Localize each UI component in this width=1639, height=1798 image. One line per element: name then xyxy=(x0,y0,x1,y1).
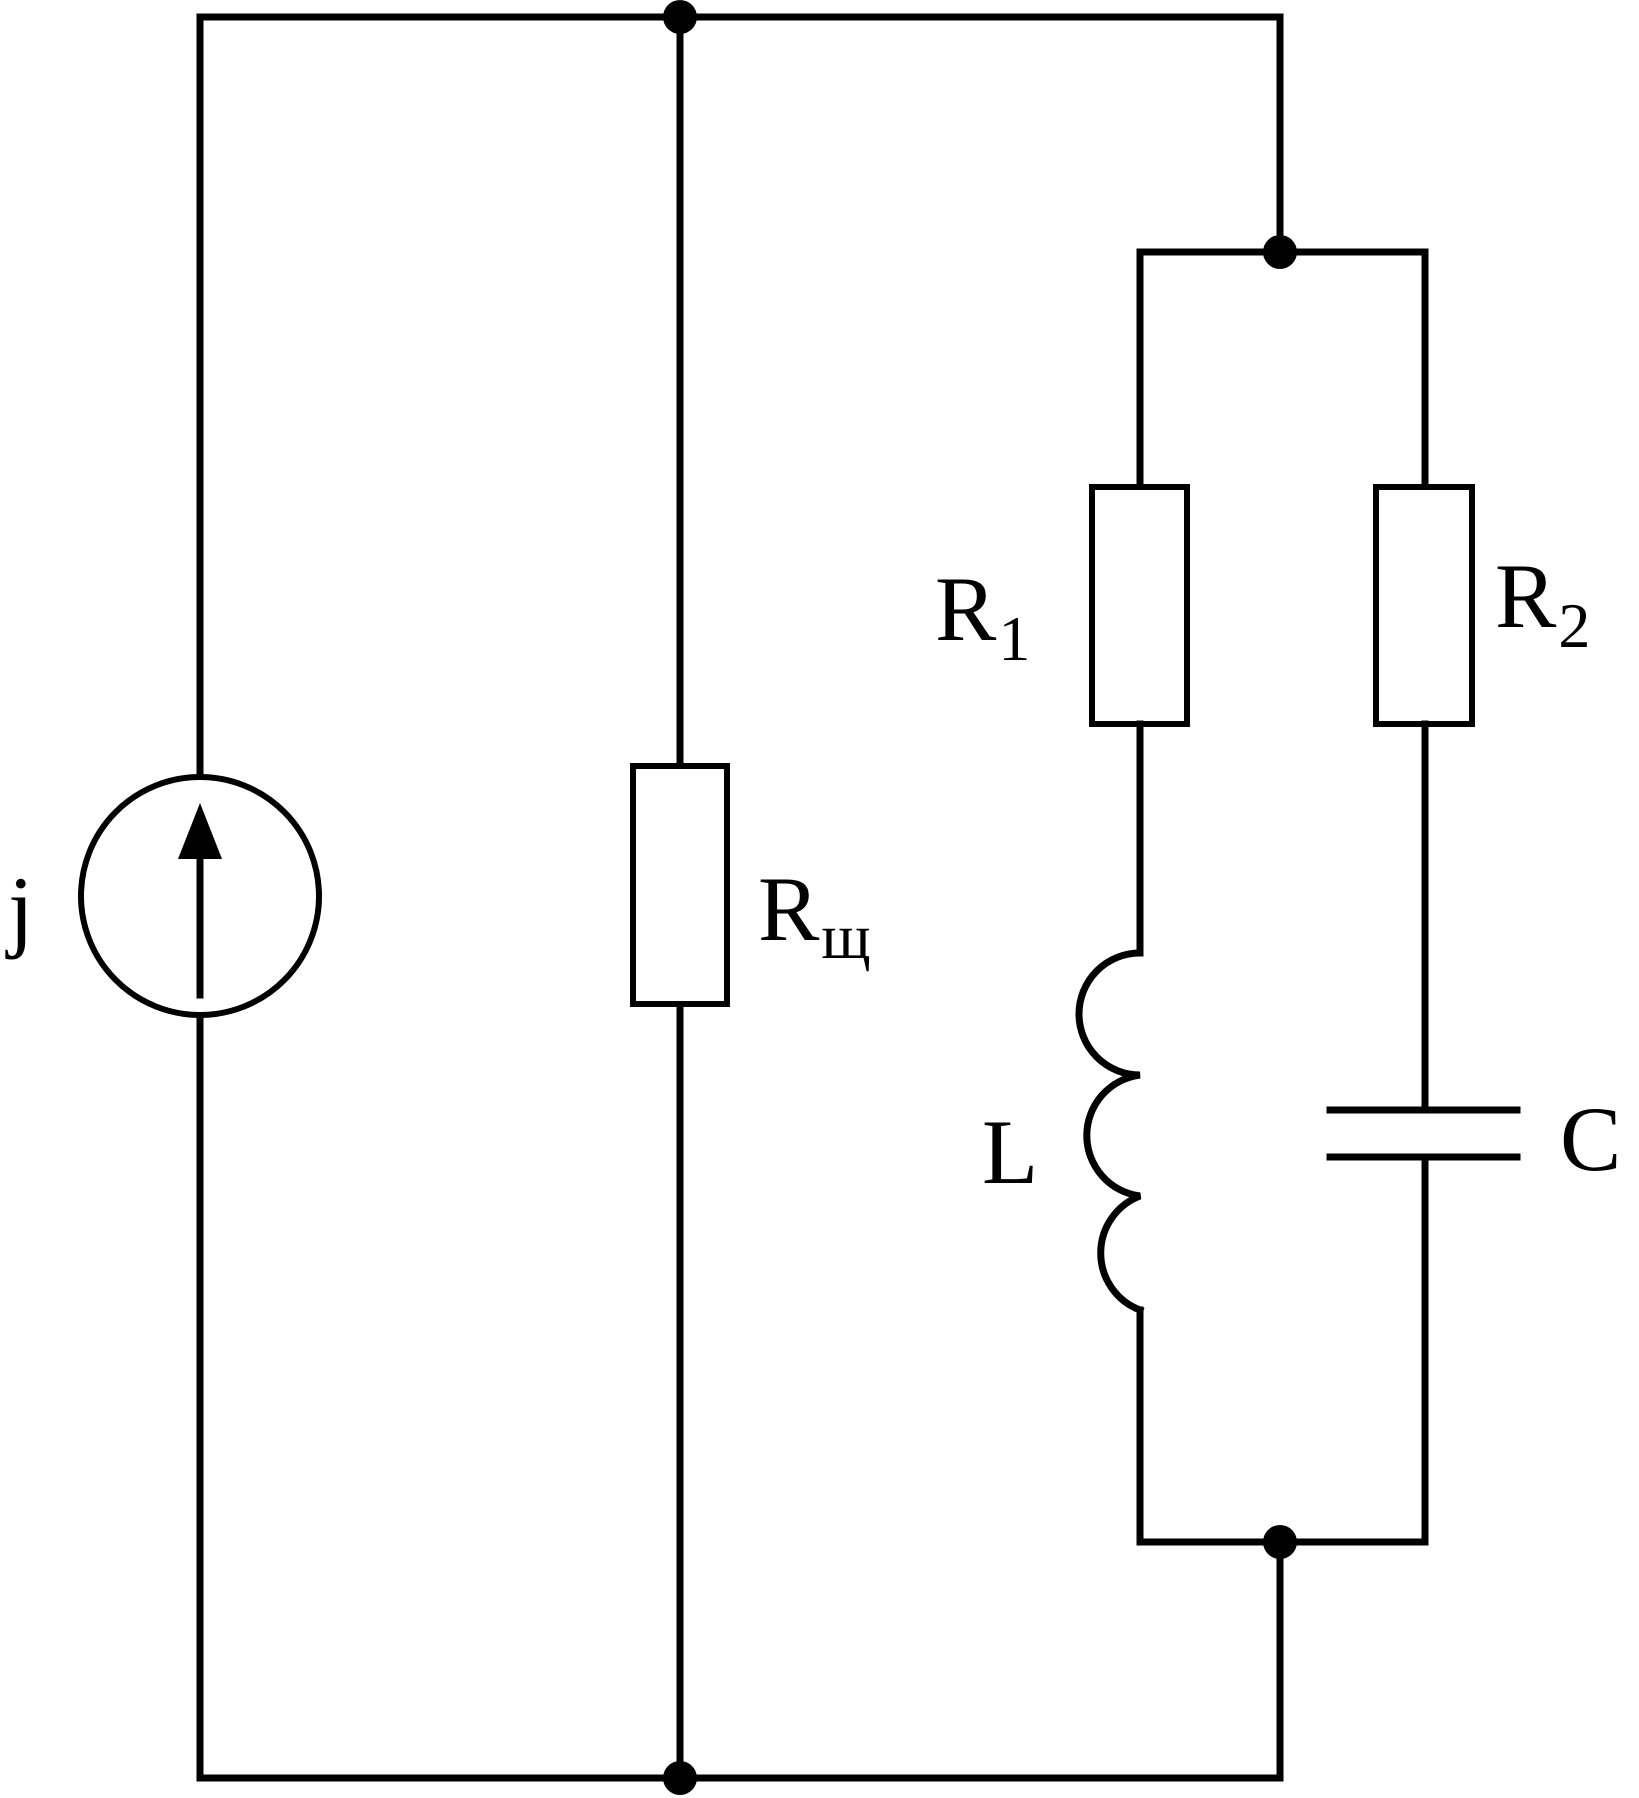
label-r1: R1 xyxy=(935,558,1030,674)
top-wire xyxy=(196,13,1284,779)
shunt-resistor xyxy=(630,763,730,1007)
junction-node-branch-top xyxy=(1263,235,1297,269)
junction-node-branch-bottom xyxy=(1263,1525,1297,1559)
arrow-up-icon xyxy=(178,803,222,859)
current-source xyxy=(78,774,322,1018)
resistor-r1 xyxy=(1089,484,1190,727)
label-r-shunt-sub: щ xyxy=(821,901,870,972)
resistor-r2 xyxy=(1373,484,1475,727)
label-r-shunt-main: R xyxy=(758,858,820,960)
label-r2: R2 xyxy=(1495,545,1590,661)
branch-bottom-wire xyxy=(1136,1153,1429,1546)
label-inductor-l: L xyxy=(982,1101,1038,1203)
shunt-branch xyxy=(630,13,730,1782)
label-source-j: j xyxy=(5,858,34,960)
branch-frame xyxy=(1136,248,1429,1546)
junction-nodes xyxy=(663,0,1297,1795)
label-r2-main: R xyxy=(1495,545,1557,647)
junction-node-bottom xyxy=(663,1761,697,1795)
r2-c-branch xyxy=(1326,484,1521,1161)
bottom-wire xyxy=(196,1013,1284,1782)
label-r1-main: R xyxy=(935,558,997,660)
branch-top-wire xyxy=(1136,248,1429,491)
outer-wires xyxy=(196,13,1284,1782)
label-r-shunt: Rщ xyxy=(758,858,871,972)
inductor-coil xyxy=(1075,949,1145,1315)
r1-l-branch xyxy=(1075,484,1190,1315)
label-capacitor-c: C xyxy=(1560,1088,1621,1190)
label-r2-sub: 2 xyxy=(1558,590,1590,661)
label-r1-sub: 1 xyxy=(998,603,1030,674)
junction-node-top xyxy=(663,0,697,34)
